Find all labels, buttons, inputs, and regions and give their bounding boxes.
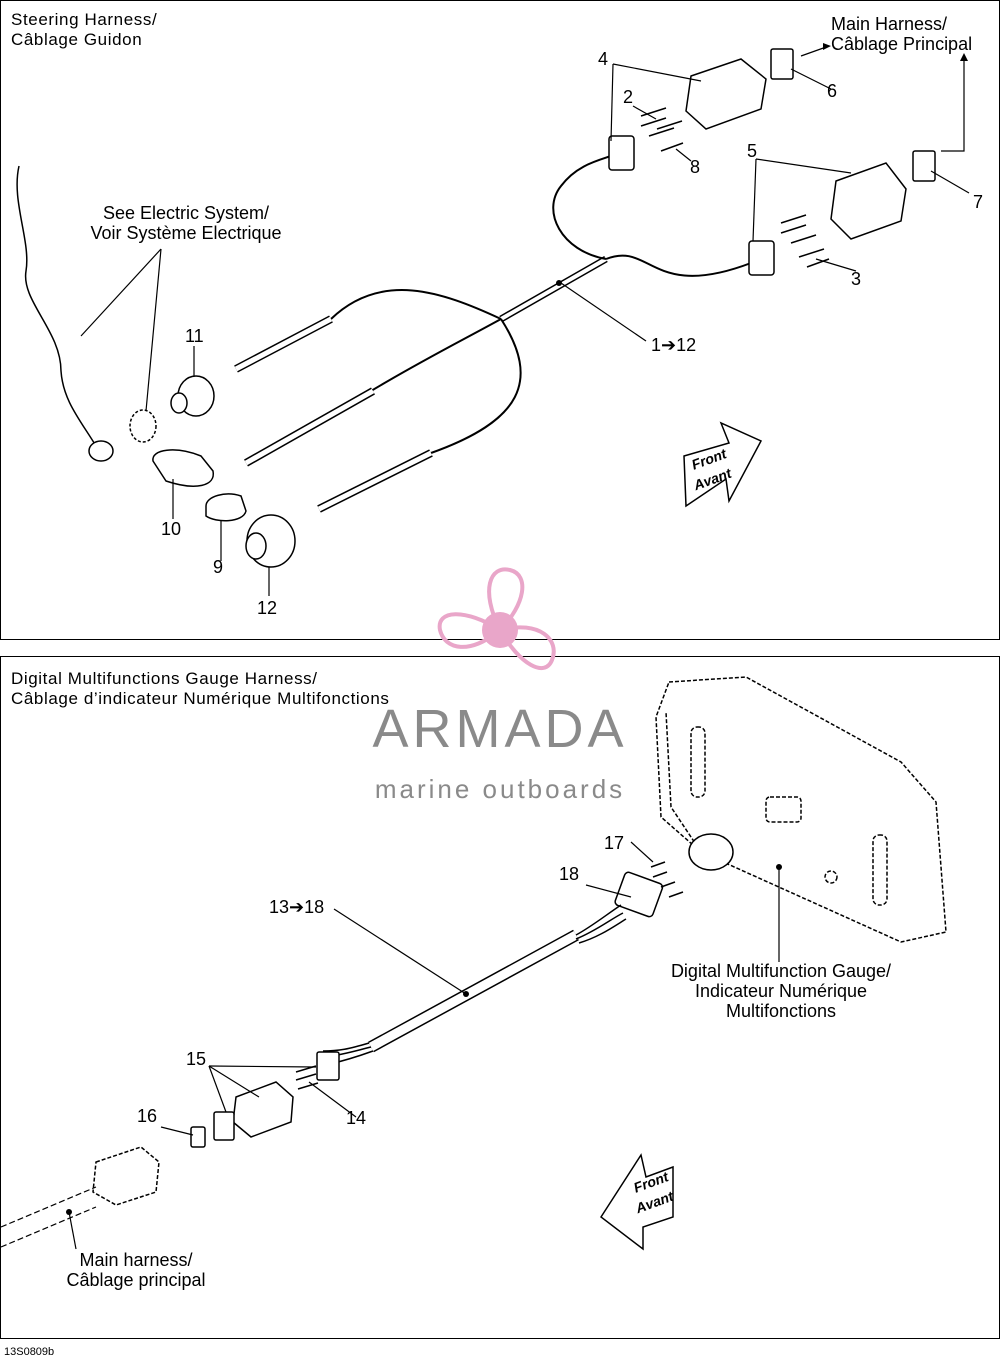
document-code: 13S0809b <box>4 1346 55 1358</box>
gauge-label-line3: Multifonctions <box>725 1001 837 1021</box>
watermark-brand: ARMADA <box>372 699 628 759</box>
main-harness-label-line2: Câblage principal <box>66 1270 206 1290</box>
panel-title-line1: Digital Multifunctions Gauge Harness/ <box>11 669 318 688</box>
callout-18: 18 <box>559 864 580 884</box>
callout-7: 7 <box>973 192 984 212</box>
steering-harness-panel: Steering Harness/ Câblage Guidon Main Ha… <box>0 0 1000 640</box>
gauge-harness-drawing <box>1 676 947 1251</box>
callout-11: 11 <box>185 326 204 346</box>
callout-12: 12 <box>257 598 278 618</box>
see-electric-system-line2: Voir Système Electrique <box>90 223 282 243</box>
main-harness-label-line2: Câblage Principal <box>831 34 973 54</box>
callout-8: 8 <box>690 157 701 177</box>
callout-16: 16 <box>137 1106 158 1126</box>
callout-5: 5 <box>747 141 758 161</box>
see-electric-system-line1: See Electric System/ <box>102 203 270 223</box>
callout-9: 9 <box>213 557 224 577</box>
callout-13-18: 13➔18 <box>269 897 325 917</box>
gauge-label-line1: Digital Multifunction Gauge/ <box>670 961 892 981</box>
gauge-harness-panel: Digital Multifunctions Gauge Harness/ Câ… <box>0 656 1000 1339</box>
watermark-tagline: marine outboards <box>374 774 626 804</box>
gauge-label-line2: Indicateur Numérique <box>694 981 868 1001</box>
panel-title-line2: Câblage d’indicateur Numérique Multifonc… <box>11 689 390 708</box>
callout-3: 3 <box>851 269 862 289</box>
callout-6: 6 <box>827 81 838 101</box>
callout-4: 4 <box>598 49 609 69</box>
main-harness-label-line1: Main harness/ <box>79 1250 193 1270</box>
panel-title-line1: Steering Harness/ <box>11 10 158 29</box>
main-harness-label-line1: Main Harness/ <box>831 14 948 34</box>
panel-title-line2: Câblage Guidon <box>11 30 143 49</box>
callout-2: 2 <box>623 87 634 107</box>
armada-watermark: ARMADA marine outboards <box>340 560 660 810</box>
steering-harness-drawing <box>16 43 970 596</box>
propeller-logo-icon <box>437 567 556 671</box>
callout-10: 10 <box>161 519 182 539</box>
callout-17: 17 <box>604 833 625 853</box>
callout-14: 14 <box>346 1108 367 1128</box>
callout-1-12: 1➔12 <box>651 335 697 355</box>
callout-15: 15 <box>186 1049 207 1069</box>
